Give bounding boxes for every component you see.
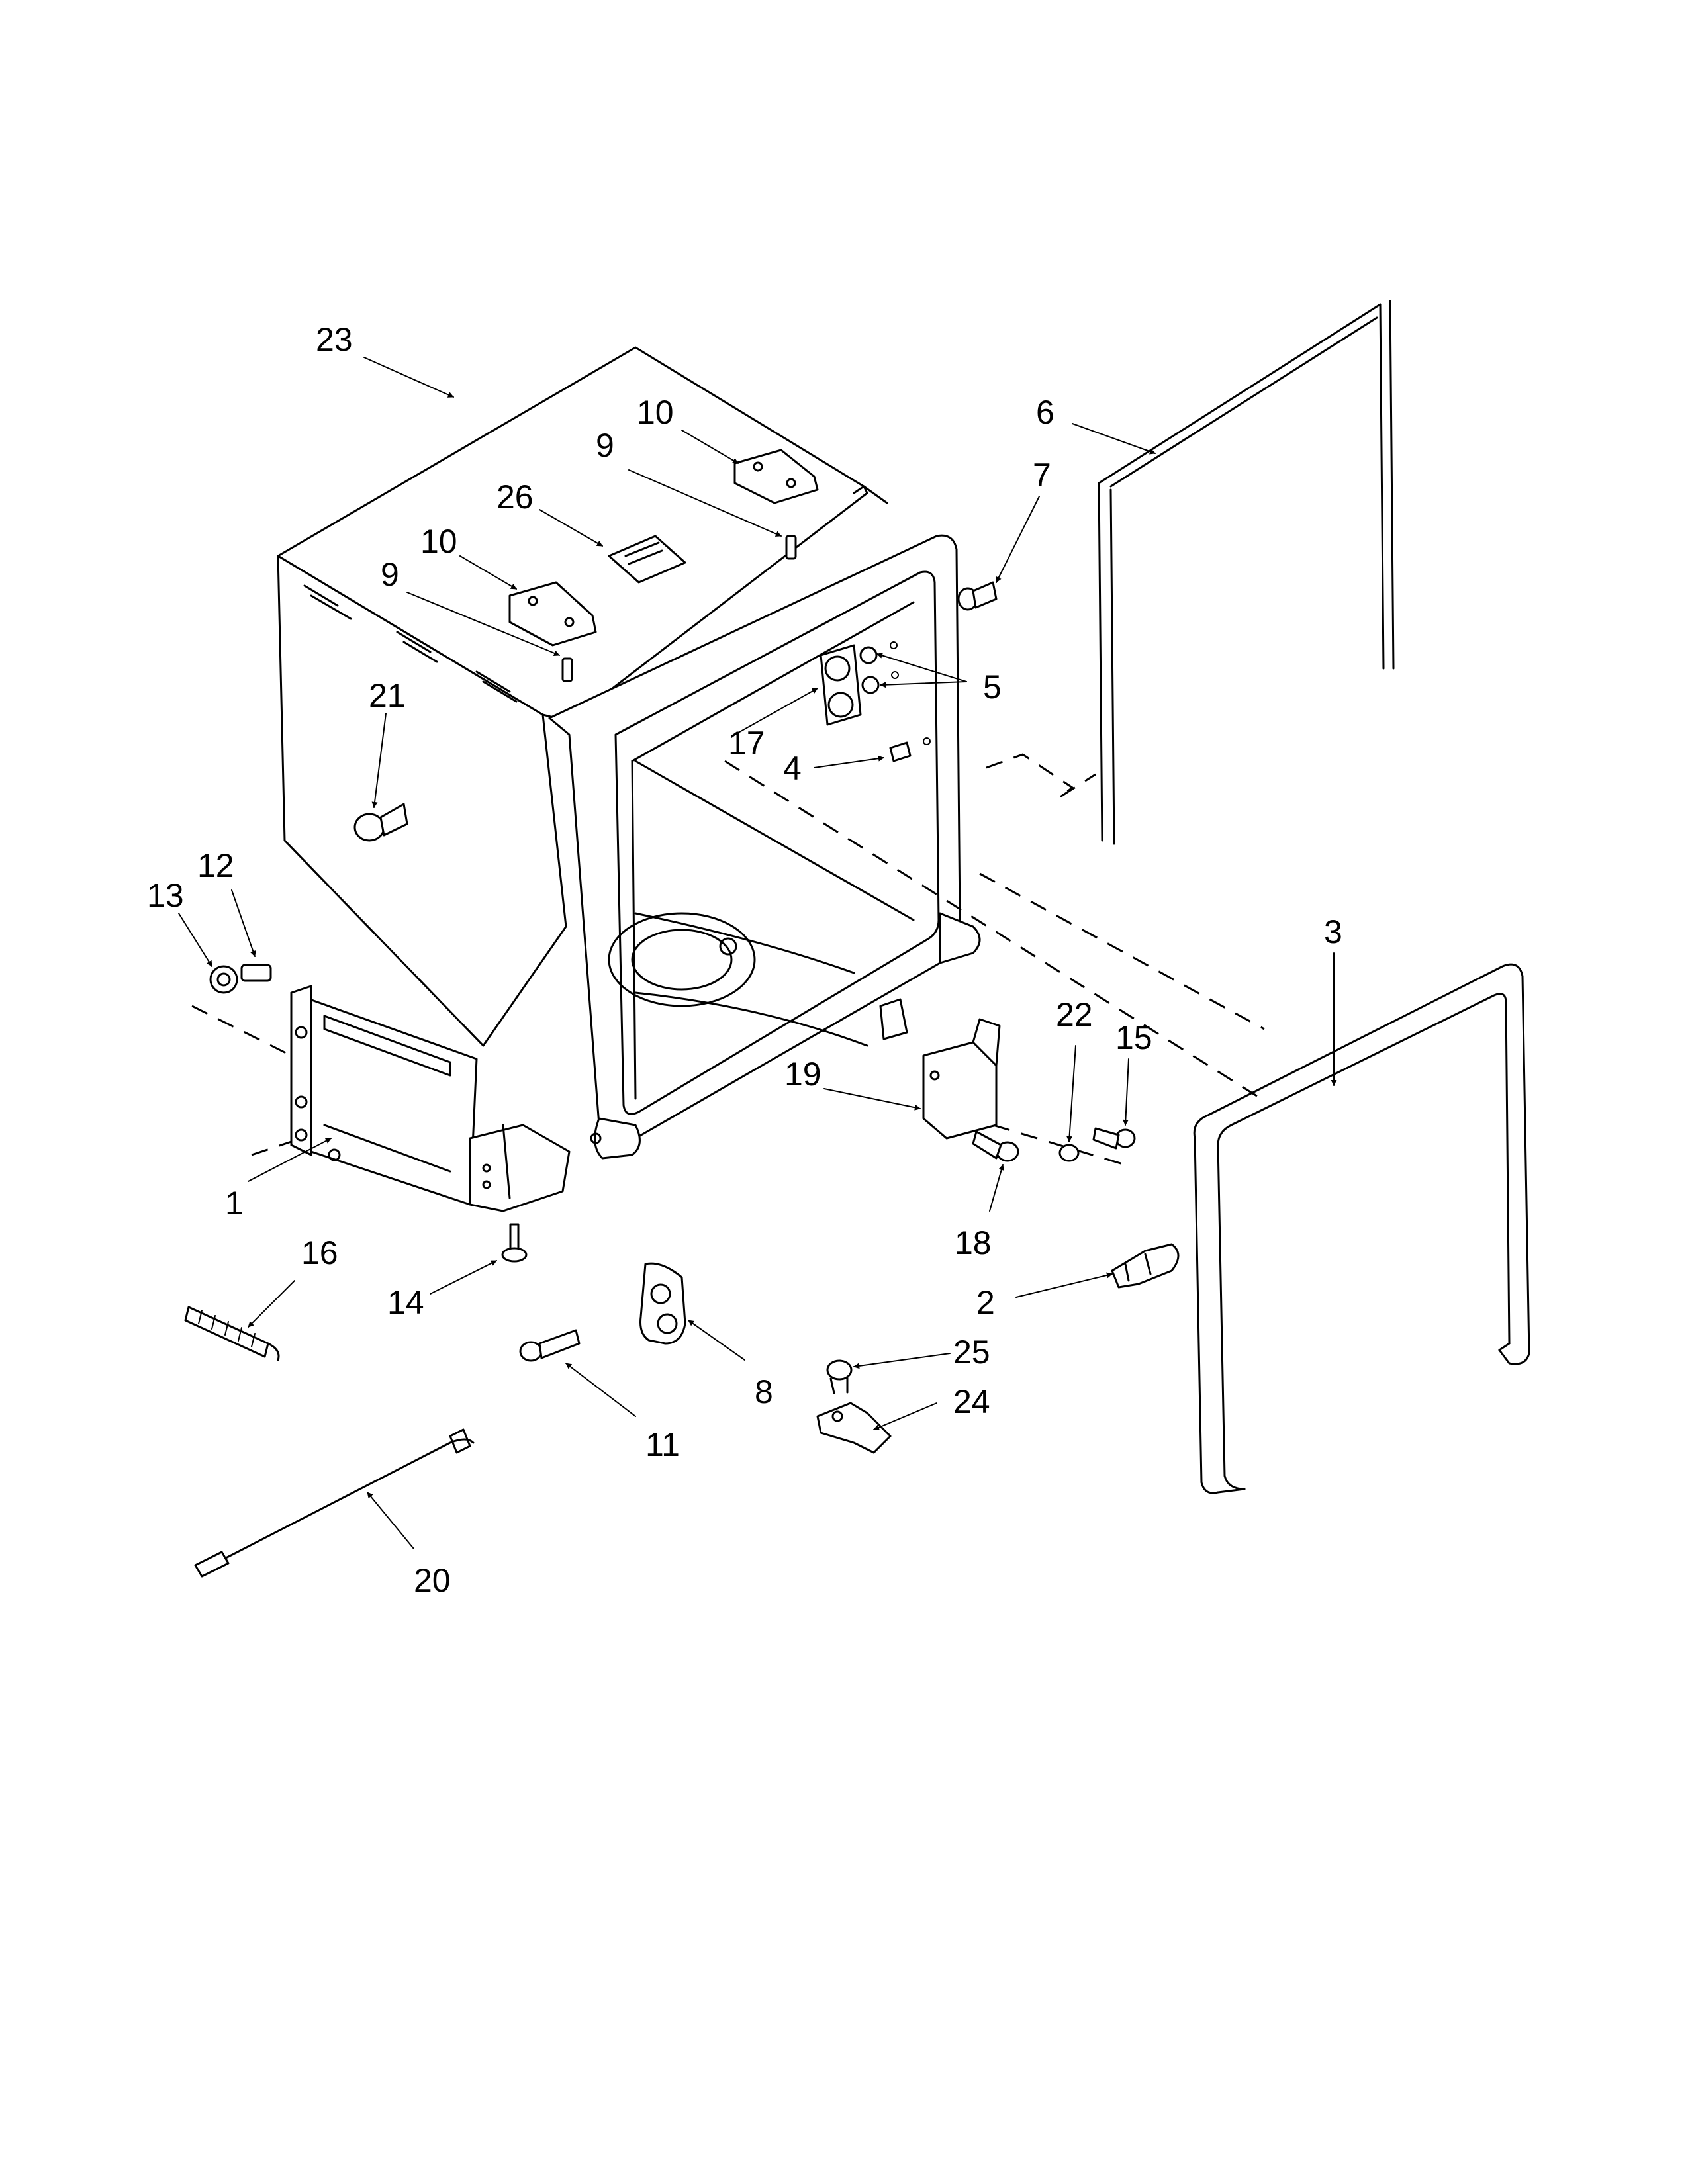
- callout-13: 13: [147, 877, 184, 914]
- callout-24: 24: [953, 1383, 990, 1420]
- tub-side-panel: [277, 555, 567, 1047]
- screw-12: [240, 964, 272, 982]
- door-seal-6: [1098, 300, 1395, 845]
- callout-labels: 23 10 9 26 10 9 21 12 13 1 16 14 11 8 20…: [147, 321, 1342, 1599]
- callout-9-upper: 9: [596, 427, 614, 464]
- callout-10-upper: 10: [637, 394, 674, 431]
- spring-16: [184, 1306, 280, 1361]
- callout-5: 5: [983, 668, 1002, 705]
- latch-2: [1111, 1243, 1180, 1289]
- callout-18: 18: [955, 1224, 992, 1261]
- bracket-24: [816, 1402, 892, 1454]
- bracket-8: [639, 1262, 686, 1345]
- washer-5-lower: [861, 676, 880, 694]
- callout-20: 20: [414, 1562, 451, 1599]
- callout-2: 2: [976, 1284, 995, 1321]
- callout-8: 8: [755, 1373, 773, 1410]
- leveling-leg-14: [501, 1223, 528, 1263]
- wire-harness-20: [194, 1428, 475, 1578]
- nut-22: [1058, 1144, 1080, 1162]
- roller-bracket-17: [820, 644, 862, 726]
- plug-21: [353, 803, 408, 842]
- callout-26: 26: [496, 478, 534, 516]
- screw-18: [972, 1130, 1019, 1162]
- bracket-19: [922, 1018, 1001, 1140]
- callout-1: 1: [225, 1185, 244, 1222]
- callout-22: 22: [1056, 996, 1093, 1033]
- callout-6: 6: [1036, 394, 1055, 431]
- screw-15: [1092, 1127, 1136, 1150]
- callout-19: 19: [784, 1056, 821, 1093]
- hinge-screw-lower: [561, 657, 573, 682]
- grommet-13: [209, 965, 238, 994]
- callout-arrows: [178, 357, 1337, 1549]
- tub-gasket-3: [1193, 963, 1530, 1494]
- callout-7: 7: [1033, 457, 1051, 494]
- callout-9-lower: 9: [381, 556, 399, 593]
- screw-11: [519, 1329, 581, 1362]
- tub-assembly: [277, 346, 981, 1212]
- callout-21: 21: [369, 677, 406, 714]
- callout-16: 16: [301, 1234, 338, 1271]
- washer-5-upper: [859, 646, 878, 664]
- callout-23: 23: [316, 321, 353, 358]
- callout-17: 17: [728, 725, 765, 762]
- callout-12: 12: [197, 847, 234, 884]
- hinge-bracket-lower: [508, 581, 597, 647]
- callout-25: 25: [953, 1334, 990, 1371]
- base-frame: [290, 991, 478, 1206]
- screw-7: [957, 581, 998, 611]
- vent-part-26: [608, 535, 686, 584]
- callout-15: 15: [1115, 1019, 1152, 1056]
- callout-14: 14: [387, 1284, 424, 1321]
- tub-sump: [608, 912, 756, 1007]
- callout-3: 3: [1324, 913, 1342, 950]
- hinge-screw-upper: [785, 535, 797, 560]
- callout-11: 11: [645, 1426, 680, 1463]
- sensor-25: [826, 1359, 853, 1394]
- callout-10-lower: 10: [420, 523, 457, 560]
- fastener-4: [889, 737, 931, 762]
- hinge-bracket-upper: [733, 449, 819, 504]
- callout-4: 4: [783, 750, 802, 787]
